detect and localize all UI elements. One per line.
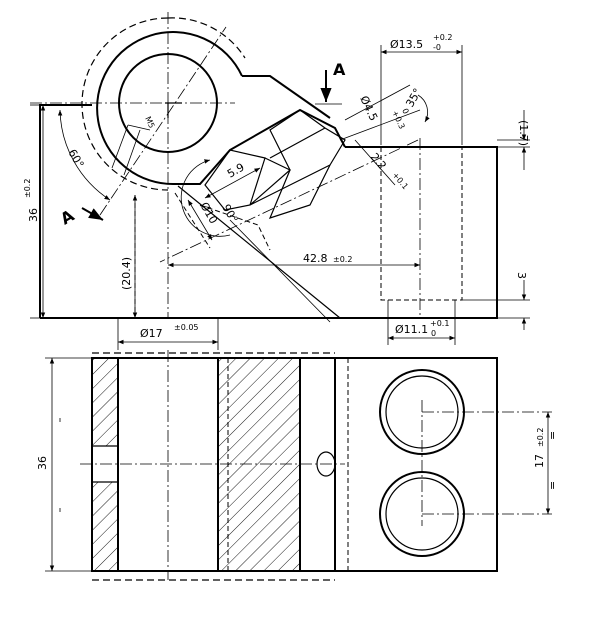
hidden-lines-body bbox=[134, 147, 463, 318]
dim-3: 3 bbox=[515, 272, 528, 279]
dim-angle-35: 35° bbox=[403, 86, 424, 109]
dim-dia-17-tol: ±0.05 bbox=[174, 323, 199, 332]
dim-36-front-group: 36 bbox=[36, 357, 92, 572]
dim-42-8: 42.8 bbox=[303, 252, 328, 265]
dim-17: 17 bbox=[533, 454, 546, 468]
dim-dia-11-1: Ø11.1 bbox=[395, 323, 428, 336]
small-hole bbox=[316, 451, 336, 477]
dim-dia-4-5-tol-lower: 0 bbox=[400, 107, 410, 115]
clamp-ring-outline bbox=[96, 31, 346, 186]
dim-17-tol: ±0.2 bbox=[536, 428, 545, 447]
section-label-left: A bbox=[57, 206, 78, 229]
dim-42-8-group: 42.8 ±0.2 bbox=[168, 252, 420, 268]
part-outline bbox=[39, 104, 498, 319]
section-hatch bbox=[204, 109, 346, 219]
dim-dia-17-group: Ø17 ±0.05 bbox=[117, 318, 219, 350]
dim-3-group: 3 bbox=[462, 272, 530, 330]
dim-dia-11-1-upper: +0.1 bbox=[430, 319, 449, 328]
dim-36-front: 36 bbox=[36, 456, 49, 470]
section-label-top: A bbox=[333, 60, 346, 79]
dim-dia-13-5: Ø13.5 bbox=[390, 38, 423, 51]
dim-dia-10-group: Ø10 bbox=[187, 199, 220, 241]
dim-dia-17: Ø17 bbox=[140, 327, 163, 340]
dim-2-2: 2.2 bbox=[368, 151, 389, 173]
dim-dia-13-5-lower: -0 bbox=[433, 43, 441, 52]
dim-angle-60-group: 60° bbox=[57, 109, 111, 201]
centerline-angled bbox=[99, 26, 227, 216]
dim-dia-4-5-group: Ø4.5 +0.3 0 35° bbox=[339, 84, 430, 141]
equal-mark-top: = bbox=[546, 431, 559, 440]
dim-1-7: (1.7) bbox=[517, 120, 530, 146]
dim-dia-11-1-lower: 0 bbox=[431, 329, 436, 338]
front-view: 17 ±0.2 = = 36 bbox=[36, 350, 559, 581]
dim-20-4-group: (20.4) bbox=[120, 195, 138, 318]
dim-dia-13-5-upper: +0.2 bbox=[433, 33, 452, 42]
dim-dia-13-5-group: Ø13.5 +0.2 -0 bbox=[380, 33, 463, 145]
top-view: M5 A A Ø13.5 +0.2 -0 bbox=[23, 12, 530, 350]
section-arrow-left: A bbox=[57, 206, 104, 229]
dim-dia-11-1-group: Ø11.1 +0.1 0 bbox=[387, 300, 456, 345]
dim-20-4: (20.4) bbox=[120, 257, 133, 290]
section-arrow-top: A bbox=[315, 60, 346, 105]
phantom-ring bbox=[81, 17, 169, 191]
dim-5-9: 5.9 bbox=[225, 161, 247, 181]
dim-dia-4-5: Ø4.5 bbox=[357, 94, 380, 123]
dim-5-9-group: 5.9 bbox=[204, 161, 261, 199]
centerline-hole-axis bbox=[159, 139, 419, 263]
hatch-strip-left-top bbox=[92, 358, 118, 446]
counterbore-outline bbox=[249, 127, 331, 206]
dim-17-group: 17 ±0.2 = = bbox=[533, 412, 559, 514]
dim-36-group: 36 ±0.2 bbox=[23, 104, 46, 319]
dim-36-tol: ±0.2 bbox=[23, 179, 32, 198]
chamfer-line-2 bbox=[229, 219, 331, 323]
equal-mark-bottom: = bbox=[546, 481, 559, 490]
hatch-block-middle bbox=[218, 358, 300, 571]
dim-42-8-tol: ±0.2 bbox=[333, 255, 352, 264]
phantom-ring-right bbox=[167, 17, 246, 59]
dim-m5: M5 bbox=[143, 115, 156, 130]
dim-36: 36 bbox=[27, 208, 40, 222]
dim-dia-10: Ø10 bbox=[197, 200, 220, 226]
dim-2-2-tol: +0.1 bbox=[390, 171, 409, 192]
clamp-ear bbox=[242, 75, 331, 119]
hatch-strip-left-bottom bbox=[92, 482, 118, 571]
dim-1-7-group: (1.7) bbox=[497, 110, 530, 170]
